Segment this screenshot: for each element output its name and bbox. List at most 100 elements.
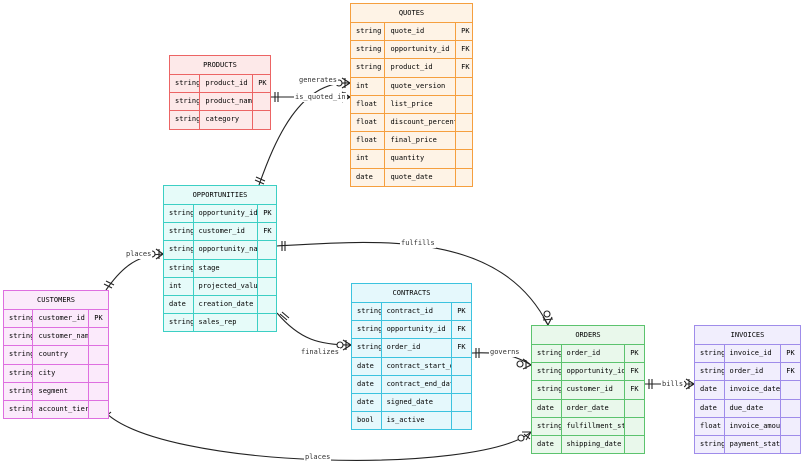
- entity-key-cell: [257, 295, 276, 314]
- entity-type-cell: float: [356, 117, 378, 126]
- entity-key-cell: [257, 259, 276, 277]
- entity-type-cell: float: [700, 421, 722, 430]
- entity-field-cell: product_name: [199, 93, 252, 111]
- entity-key-cell: [88, 364, 108, 382]
- entity-row: float final_price: [351, 131, 472, 150]
- entity-key-cell: [624, 417, 644, 435]
- entity-field-cell: opportunity_id: [380, 321, 452, 339]
- entity-field-cell: list_price: [384, 95, 455, 113]
- edge-generates-many-marker: [341, 77, 351, 89]
- edge-label-is-quoted-in: is_quoted_in: [294, 93, 347, 102]
- edge-fulfills-many-marker: [542, 316, 554, 326]
- entity-field-cell: creation_date: [192, 295, 258, 314]
- edge-governs-one-marker: [475, 348, 480, 358]
- entity-field-cell: contract_start_date: [380, 357, 451, 375]
- entity-type-cell: string: [700, 349, 724, 357]
- entity-field-cell: customer_name: [32, 328, 88, 346]
- entity-field-cell: contract_end_date: [380, 375, 451, 393]
- entity-key-cell: [780, 381, 800, 399]
- entity-field-cell: product_id: [199, 75, 252, 93]
- edge-fulfills-one-marker: [281, 241, 286, 251]
- entity-type-cell: string: [169, 245, 193, 254]
- entity-type-cell: date: [700, 385, 717, 394]
- edge-fulfills-zero-marker: [543, 310, 551, 318]
- entity-key-cell: FK: [624, 363, 644, 381]
- entity-type-cell: string: [537, 421, 561, 430]
- entity-key-cell: [780, 435, 800, 454]
- edge-places-order-many-marker: [522, 431, 532, 441]
- entity-type-cell: date: [357, 361, 374, 370]
- entity-type-cell: string: [537, 367, 561, 376]
- entity-key-cell: [451, 375, 471, 393]
- edge-label-generates: generates: [298, 76, 338, 85]
- edge-places-opp-many-marker: [155, 248, 164, 260]
- entity-key-cell: FK: [257, 223, 276, 241]
- entity-field-cell: country: [32, 346, 88, 364]
- entity-key-cell: [451, 412, 471, 430]
- entity-field-cell: invoice_amount: [723, 417, 780, 435]
- entity-field-cell: segment: [32, 382, 88, 400]
- entity-key-cell: PK: [252, 75, 270, 93]
- edge-finalizes-many-marker: [342, 339, 352, 351]
- edge-places-opp: [105, 253, 164, 291]
- entity-key-cell: [257, 241, 276, 259]
- entity-type-cell: date: [537, 439, 554, 448]
- entity-type-cell: float: [356, 136, 378, 145]
- entity-field-cell: order_id: [723, 363, 781, 381]
- entity-key-cell: [252, 111, 270, 129]
- entity-type-cell: string: [356, 27, 382, 35]
- entity-key-cell: [88, 400, 108, 419]
- entity-field-cell: account_tier: [32, 400, 88, 419]
- edge-label-fulfills: fulfills: [400, 239, 436, 248]
- entity-key-cell: [88, 346, 108, 364]
- edge-generates-one-marker: [254, 176, 266, 185]
- edge-places-order-zero-marker: [517, 434, 525, 442]
- entity-field-cell: final_price: [384, 132, 455, 150]
- entity-title: ORDERS: [532, 326, 644, 345]
- entity-type-cell: string: [169, 263, 193, 272]
- edge-places-opp-one-marker: [103, 280, 115, 289]
- entity-field-cell: quote_date: [384, 168, 455, 186]
- entity-field-cell: opportunity_id: [192, 205, 257, 223]
- entity-key-cell: [88, 328, 108, 346]
- entity-title: INVOICES: [695, 326, 800, 345]
- entity-key-cell: PK: [257, 205, 276, 223]
- entity-type-cell: date: [357, 397, 374, 406]
- entity-title: CUSTOMERS: [4, 291, 108, 310]
- entity-field-cell: signed_date: [380, 393, 452, 412]
- entity-key-cell: [455, 132, 472, 150]
- entity-field-cell: opportunity_name: [192, 241, 257, 259]
- entity-key-cell: [455, 95, 472, 113]
- entity-type-cell: string: [9, 350, 33, 359]
- entity-type-cell: bool: [357, 416, 374, 425]
- entity-field-cell: product_id: [384, 59, 455, 77]
- edge-label-places-order: places: [304, 453, 332, 462]
- entity-field-cell: invoice_date: [723, 381, 781, 399]
- entity-field-cell: opportunity_id: [384, 41, 455, 59]
- entity-key-cell: PK: [780, 345, 800, 363]
